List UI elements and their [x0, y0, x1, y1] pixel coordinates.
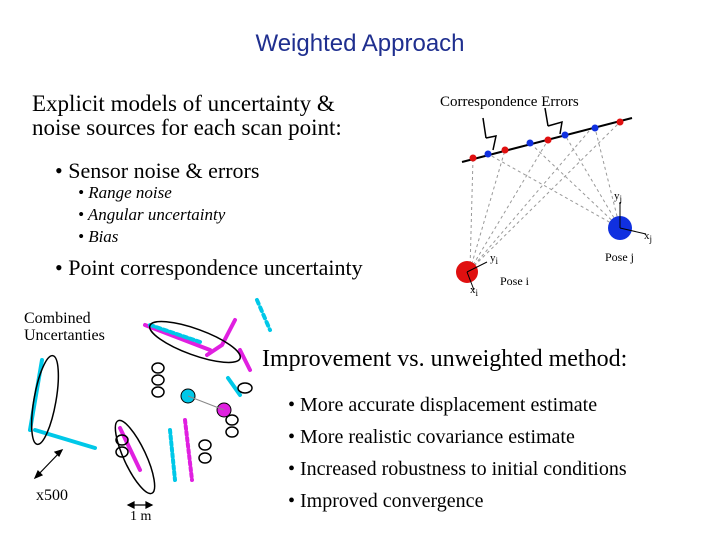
axis-label-yj: yj — [614, 190, 623, 205]
pose-i-label: Pose i — [500, 274, 530, 288]
scale-1m-label: 1 m — [130, 509, 152, 524]
error-bracket-right — [544, 107, 563, 135]
intro-line-2: noise sources for each scan point: — [32, 115, 342, 140]
scan-point-red — [469, 154, 477, 162]
pose-j-axis-x — [619, 227, 647, 235]
scan-point-red — [544, 136, 552, 144]
bullet-correspondence: • Point correspondence uncertainty — [55, 255, 363, 280]
sub-bullet-bias: • Bias — [78, 227, 119, 246]
scan-point-red — [501, 146, 509, 154]
uncertainty-ellipses — [30, 320, 253, 495]
sub-bullet-angular-uncertainty: • Angular uncertainty — [78, 205, 226, 224]
scan-point-red — [616, 118, 624, 126]
error-bracket-left — [482, 117, 497, 151]
pose-j-label: Pose j — [605, 250, 635, 264]
improvement-realistic-covariance: • More realistic covariance estimate — [288, 426, 575, 448]
scale-1m-arrow — [126, 501, 154, 509]
ray-lines — [469, 121, 621, 271]
improvement-accurate-displacement: • More accurate displacement estimate — [288, 394, 598, 416]
uncertainty-label: Combined Uncertanties — [24, 310, 105, 344]
pose-i-axis-x — [466, 271, 475, 291]
bullet-sensor-noise: • Sensor noise & errors — [55, 158, 260, 183]
uncertainty-label-line2: Uncertanties — [24, 327, 105, 344]
slide-title: Weighted Approach — [255, 30, 465, 57]
pose-i-axis-y — [466, 261, 488, 273]
scale-x500-arrow — [33, 449, 64, 480]
intro-text: Explicit models of uncertainty & noise s… — [32, 92, 427, 140]
improvement-convergence: • Improved convergence — [288, 490, 484, 512]
scale-x500-label: x500 — [36, 487, 68, 504]
axis-label-xj: xj — [644, 230, 653, 245]
scan-point-blue — [561, 131, 569, 139]
pose-link — [187, 395, 225, 411]
axis-label-xi: xi — [470, 284, 479, 299]
improvement-robustness: • Increased robustness to initial condit… — [288, 458, 627, 480]
axis-label-yi: yi — [490, 252, 499, 267]
scan-point-blue — [526, 139, 534, 147]
improvement-heading: Improvement vs. unweighted method: — [262, 346, 628, 372]
uncertainty-label-line1: Combined — [24, 310, 91, 327]
correspondence-title: Correspondence Errors — [440, 94, 579, 110]
intro-line-1: Explicit models of uncertainty & — [32, 91, 335, 116]
sub-bullet-range-noise: • Range noise — [78, 183, 172, 202]
scan-point-blue — [484, 150, 492, 158]
scan-point-blue — [591, 124, 599, 132]
